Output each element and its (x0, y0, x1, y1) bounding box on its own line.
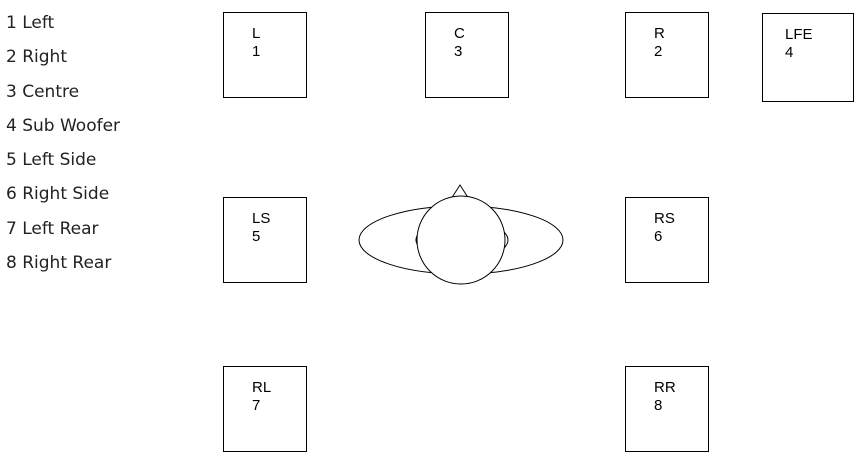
listener-nose (450, 184, 470, 200)
speaker-code: L (252, 25, 261, 42)
speaker-right: R 2 (625, 12, 709, 98)
legend-item-centre: 3 Centre (6, 81, 80, 102)
speaker-left-side: LS 5 (223, 197, 307, 283)
speaker-number: 7 (252, 397, 261, 414)
channel-legend: 1 Left 2 Right 3 Centre 4 Sub Woofer 5 L… (6, 6, 120, 280)
speaker-code: RS (654, 210, 675, 227)
speaker-code: C (454, 25, 465, 42)
listener-head-icon (358, 184, 564, 285)
legend-item-left: 1 Left (6, 13, 55, 33)
legend-item-sub-woofer: 4 Sub Woofer (6, 115, 121, 136)
speaker-number: 1 (252, 43, 261, 60)
speaker-number: 2 (654, 43, 663, 60)
speaker-code: RL (252, 379, 272, 396)
speaker-code: RR (654, 379, 676, 396)
listener-head (416, 195, 506, 285)
speaker-sub-woofer: LFE 4 (762, 13, 854, 102)
speaker-code: LS (252, 210, 271, 227)
legend-item-right-side: 6 Right Side (6, 184, 110, 205)
speaker-left: L 1 (223, 12, 307, 98)
speaker-centre: C 3 (425, 12, 509, 98)
speaker-code: LFE (785, 26, 813, 43)
speaker-number: 4 (785, 44, 794, 61)
speaker-number: 6 (654, 228, 663, 245)
speaker-number: 8 (654, 397, 663, 414)
speaker-number: 5 (252, 228, 261, 245)
speaker-number: 3 (454, 43, 463, 60)
legend-item-right: 2 Right (6, 47, 67, 68)
speaker-right-side: RS 6 (625, 197, 709, 283)
legend-item-left-rear: 7 Left Rear (6, 218, 99, 239)
speaker-code: R (654, 25, 665, 42)
legend-item-right-rear: 8 Right Rear (6, 253, 112, 274)
legend-item-left-side: 5 Left Side (6, 150, 97, 171)
speaker-left-rear: RL 7 (223, 366, 307, 452)
speaker-right-rear: RR 8 (625, 366, 709, 452)
